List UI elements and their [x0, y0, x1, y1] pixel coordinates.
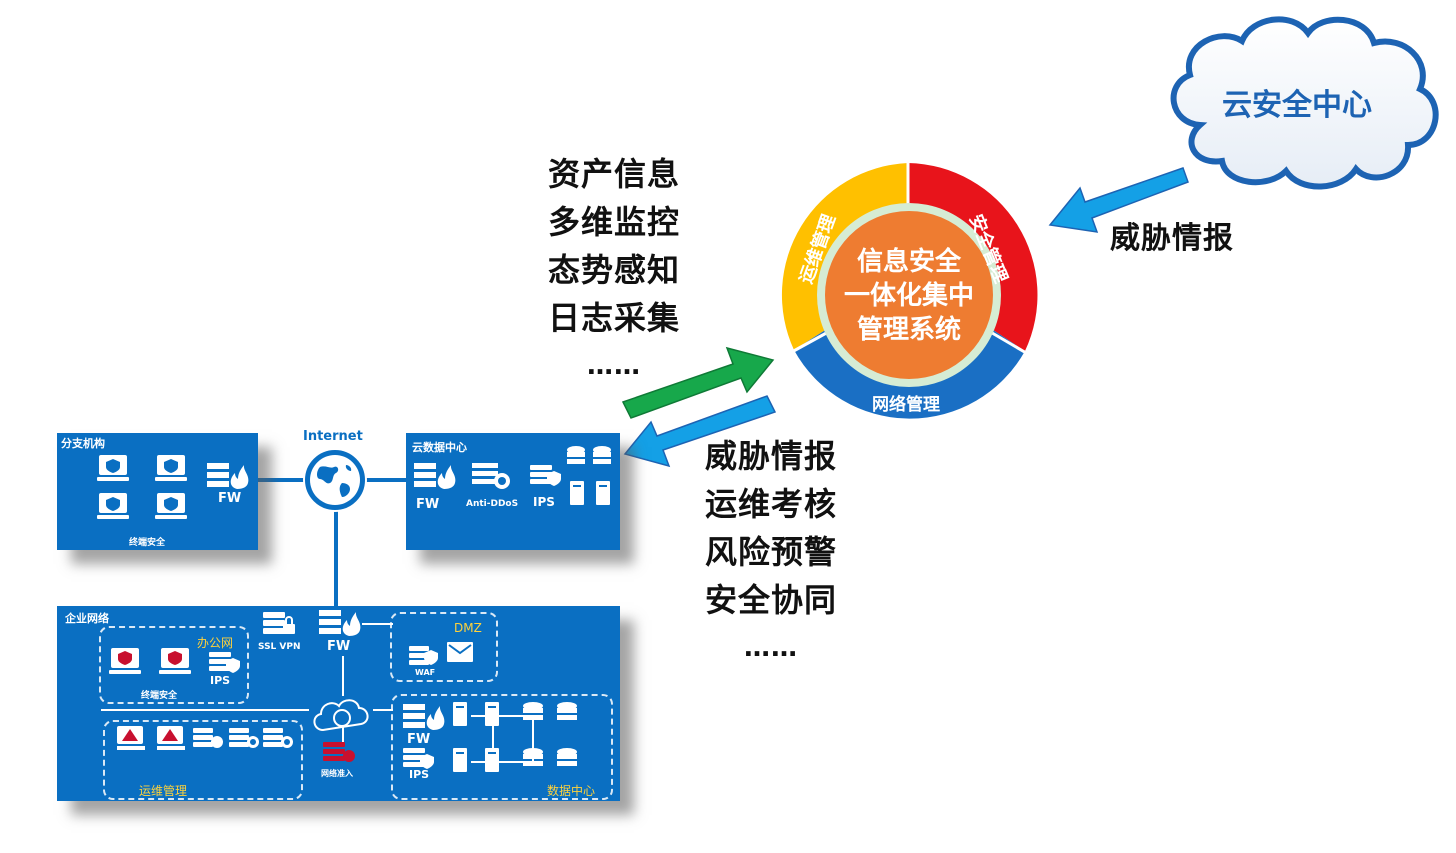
ops-label: 运维管理: [139, 784, 188, 798]
globe-icon: [303, 448, 367, 512]
datacenter-zone: [391, 694, 613, 800]
cloud-dc-fw-label: FW: [416, 497, 440, 512]
ips-server-icon: [530, 465, 561, 486]
upper-item-assets: 资产信息: [548, 155, 681, 193]
enterprise-panel: 企业网络 SSL VPN FW DMZ WAF 办公: [57, 606, 620, 801]
network-cloud-icon: [313, 699, 369, 732]
connection-lines: [258, 478, 408, 608]
office-ips-label: IPS: [210, 674, 231, 687]
firewall-icon: [207, 463, 249, 489]
enterprise-fw-label: FW: [327, 639, 351, 654]
management-ring: [781, 161, 1038, 419]
lower-list: 威胁情报 运维考核 风险预警 安全协同 ……: [705, 432, 837, 672]
lower-item-risk: 风险预警: [705, 533, 838, 571]
waf-label: WAF: [415, 668, 436, 677]
center-title-line-1: 信息安全: [856, 247, 961, 277]
center-title-line-2: 一体化集中: [843, 281, 974, 311]
firewall-icon: [319, 610, 361, 636]
database-icon: [567, 446, 611, 505]
firewall-icon: [403, 704, 445, 730]
lower-item-threat: 威胁情报: [705, 437, 838, 475]
waf-icon: [409, 642, 473, 665]
ring-label-network: 网络管理: [872, 395, 940, 415]
exchange-arrows: [621, 346, 777, 468]
anti-ddos-icon: [472, 463, 510, 489]
dc-servers-icon: [453, 702, 577, 772]
ssl-vpn-icon: [263, 612, 295, 634]
upper-item-monitor: 多维监控: [548, 203, 681, 241]
center-title: 信息安全 一体化集中 管理系统: [830, 245, 988, 347]
upper-item-more: ……: [587, 351, 641, 381]
lower-item-ops-eval: 运维考核: [705, 485, 838, 523]
ssl-vpn-label: SSL VPN: [258, 642, 301, 652]
office-terminal-label: 终端安全: [141, 691, 178, 701]
access-label: 网络准入: [321, 769, 353, 778]
laptop-icon: [97, 455, 187, 519]
threat-intel-label-right: 威胁情报: [1110, 221, 1234, 256]
ips-server-icon: [403, 748, 434, 769]
branch-terminal-label: 终端安全: [129, 538, 166, 548]
lower-item-more: ……: [744, 633, 798, 663]
cloud-security-center-label: 云安全中心: [1222, 88, 1372, 123]
center-title-line-3: 管理系统: [856, 315, 961, 345]
branch-fw-label: FW: [218, 491, 242, 506]
cloud-dc-title: 云数据中心: [412, 441, 467, 454]
cloud-shape: [1170, 16, 1439, 190]
enterprise-title: 企业网络: [65, 612, 109, 625]
datacenter-label: 数据中心: [547, 784, 596, 798]
cloud-dc-ddos-label: Anti-DDoS: [466, 499, 519, 509]
dc-fw-label: FW: [407, 732, 431, 747]
office-label: 办公网: [197, 636, 234, 650]
upper-item-situation: 态势感知: [548, 251, 681, 289]
branch-panel: 分支机构 FW 终端安全: [57, 433, 258, 550]
ops-zone: [103, 720, 303, 800]
dc-ips-label: IPS: [409, 768, 430, 781]
cloud-dc-ips-label: IPS: [533, 495, 555, 509]
cloud-dc-panel: 云数据中心 FW Anti-DDoS IPS: [406, 433, 620, 550]
branch-title: 分支机构: [61, 437, 105, 450]
access-server-icon: [323, 742, 355, 762]
upper-list: 资产信息 多维监控 态势感知 日志采集 ……: [548, 150, 680, 390]
firewall-icon: [414, 463, 456, 489]
lower-item-collab: 安全协同: [705, 581, 838, 619]
upper-item-logs: 日志采集: [548, 299, 681, 337]
office-zone: [99, 626, 249, 704]
ops-tools-icon: [117, 726, 293, 750]
office-laptop-icon: [109, 648, 191, 674]
ips-server-icon: [209, 652, 240, 673]
internet-label: Internet: [303, 429, 363, 444]
threat-intel-arrow-cloud: [1048, 167, 1189, 233]
dmz-zone: [390, 612, 498, 682]
dmz-label: DMZ: [454, 621, 482, 635]
